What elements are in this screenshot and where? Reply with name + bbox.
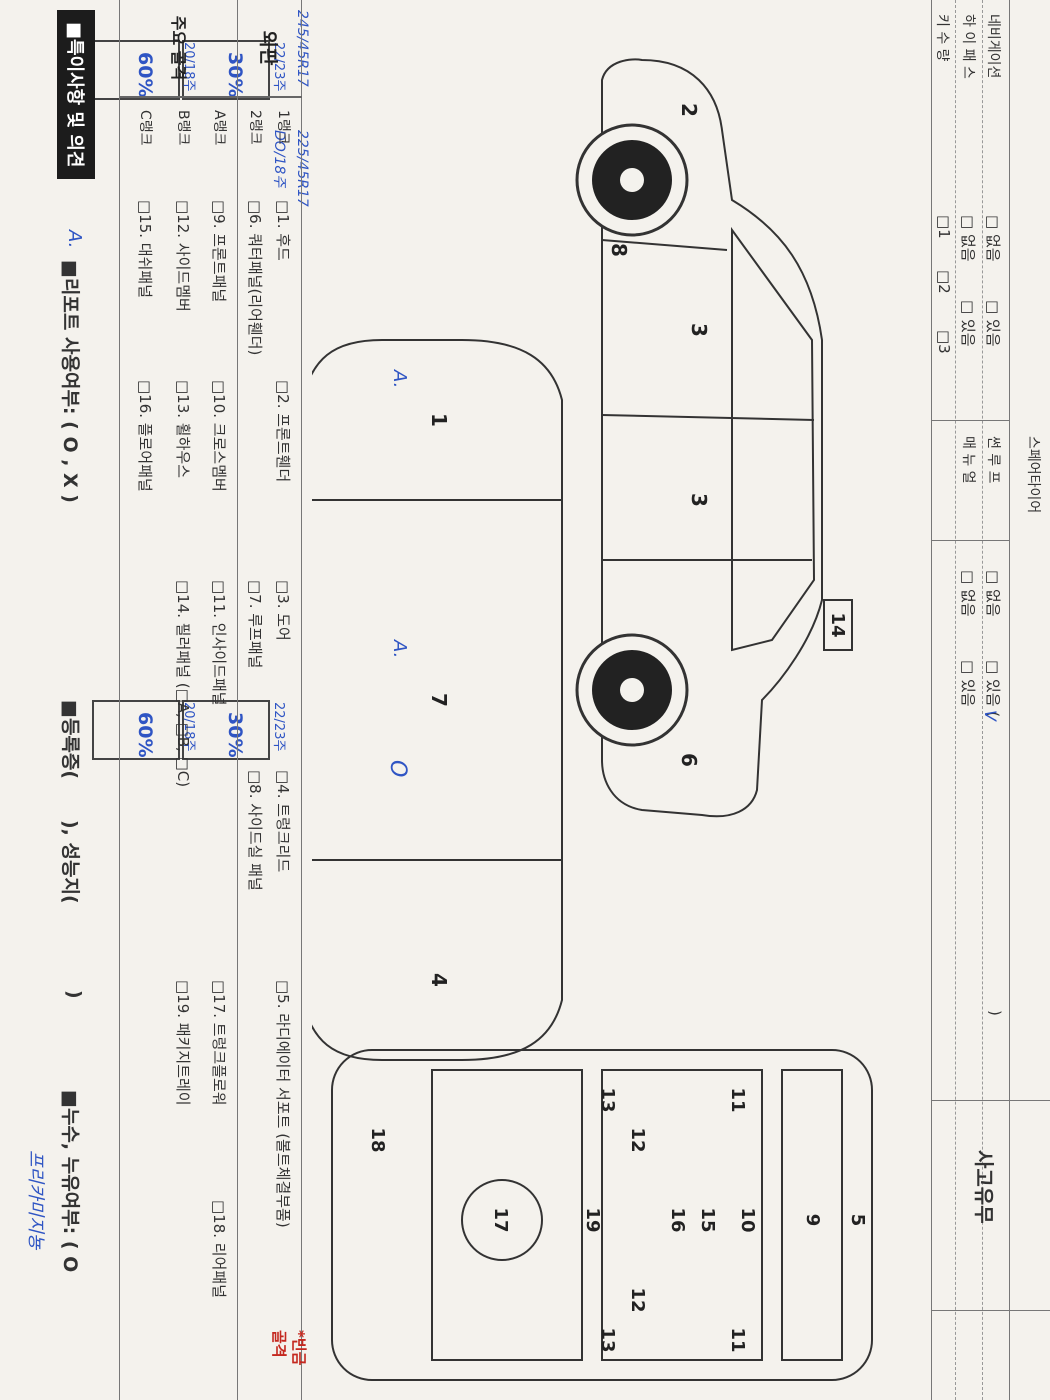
- nav-label: 네비게이션: [985, 14, 1001, 79]
- tire-pct-4: 60%: [134, 712, 156, 758]
- part-12[interactable]: □12. 사이드멤버: [174, 200, 192, 312]
- hipass-yes[interactable]: □ 있음: [959, 300, 977, 347]
- hipass-label: 하 이 패 스: [960, 14, 976, 79]
- frame-num-19: 19: [582, 1207, 603, 1232]
- keys-3[interactable]: □3: [935, 330, 953, 354]
- wheel-group: [575, 123, 689, 747]
- frame-num-13b: 13: [597, 1327, 618, 1352]
- num-hood: 1: [427, 413, 451, 427]
- hipass-none[interactable]: □ 없음: [959, 215, 977, 262]
- tire-date-3: 22/23주: [271, 702, 286, 752]
- num-pillar: 14: [827, 612, 848, 637]
- sunroof-label: 썬 루 프: [985, 436, 1001, 484]
- manual-yes[interactable]: □ 있음: [959, 660, 977, 707]
- red-note: *빈금: [290, 1330, 308, 1366]
- registration: ■등록증(: [59, 700, 81, 780]
- part-11[interactable]: □11. 인사이드패널: [210, 580, 228, 706]
- red-note-2: 골격: [270, 1330, 288, 1358]
- part-15[interactable]: □15. 대쉬패널: [136, 200, 154, 298]
- sunroof-none[interactable]: □ 없음: [984, 570, 1002, 617]
- num-sill: 8: [607, 243, 631, 257]
- part-7[interactable]: □7. 루프패널: [246, 580, 264, 669]
- part-16[interactable]: □16. 플로어패널: [136, 380, 154, 492]
- car-diagram: 3 3 2 6 8 1 7 4 14: [312, 58, 853, 1061]
- accident-label: 사고유무: [972, 1150, 996, 1224]
- top-divider-2: [932, 540, 1010, 541]
- top-divider-1: [932, 420, 1010, 421]
- frame-num-11b: 11: [727, 1327, 748, 1352]
- part-14[interactable]: □14. 필러패널 (□A, □B, □C): [174, 580, 192, 788]
- part-3[interactable]: □3. 도어: [274, 580, 292, 641]
- num-door-1: 3: [687, 493, 711, 507]
- top-row-line-3: [955, 0, 956, 1400]
- rankC-label: C랭크: [137, 110, 153, 146]
- nav-yes[interactable]: □ 있음: [984, 300, 1002, 347]
- part-13[interactable]: □13. 휠하우스: [174, 380, 192, 478]
- report-usage: ■리포트 사용여부: ( O , X ): [59, 260, 81, 503]
- registration-close: ), 성능지(: [59, 820, 81, 904]
- major-label: 주요 골격: [120, 0, 238, 98]
- exterior-label: 외판: [238, 0, 302, 98]
- hand-bottom-note: 프리카미지뇽: [25, 1150, 46, 1250]
- hand-mark-a-1: A.: [64, 230, 85, 249]
- top-divider-4: [932, 1310, 1050, 1311]
- frame-num-11a: 11: [727, 1087, 748, 1112]
- top-divider-3: [932, 1100, 1050, 1101]
- rankA-label: A랭크: [211, 110, 227, 146]
- rankB-label: B랭크: [175, 110, 191, 146]
- num-fender: 2: [677, 103, 701, 117]
- part-10[interactable]: □10. 크로스멤버: [210, 380, 228, 492]
- frame-num-16: 16: [667, 1207, 688, 1232]
- parts-bottom-line: [119, 0, 120, 1400]
- part-4[interactable]: □4. 트렁크리드: [274, 770, 292, 873]
- frame-diagram: 9 16 19 17 18 5 11 11 12 12 13 13 10 15: [331, 1049, 873, 1381]
- top-row-line-1: [1009, 0, 1010, 1400]
- part-19[interactable]: □19. 패키지트레이: [174, 980, 192, 1106]
- frame-num-17: 17: [490, 1207, 511, 1232]
- spare-label: 스페어타이어: [1025, 436, 1041, 514]
- sunroof-close: ): [986, 1010, 1004, 1016]
- part-8[interactable]: □8. 사이드실 패널: [246, 770, 264, 891]
- parts-top-line: [301, 0, 302, 1400]
- num-rear: 6: [677, 753, 701, 767]
- num-trunk: 4: [427, 973, 451, 987]
- sunroof-yes[interactable]: □ 있음 (: [984, 660, 1002, 718]
- part-18[interactable]: □18. 리어패널: [210, 1200, 228, 1298]
- part-6[interactable]: □6. 쿼터패널(리어휀더): [246, 200, 264, 356]
- frame-num-10: 10: [737, 1207, 758, 1232]
- nav-none[interactable]: □ 없음: [984, 215, 1002, 262]
- part-2[interactable]: □2. 프론트휀더: [274, 380, 292, 483]
- hand-mark-o: O: [385, 760, 410, 778]
- num-door-2: 3: [687, 323, 711, 337]
- num-roof: 7: [427, 693, 451, 707]
- perf-close: ): [63, 990, 85, 999]
- manual-label: 매 뉴 얼: [960, 436, 976, 484]
- keys-2[interactable]: □2: [935, 270, 953, 294]
- frame-num-15: 15: [697, 1207, 718, 1232]
- leak-check: ■누수, 누유여부: ( O: [59, 1090, 81, 1273]
- part-1[interactable]: □1. 후드: [274, 200, 292, 261]
- frame-num-5: 5: [847, 1214, 868, 1227]
- hand-size-rear: 225/45R17: [294, 130, 310, 207]
- part-9[interactable]: □9. 프론트패널: [210, 200, 228, 303]
- hand-check-v: V: [981, 710, 1000, 721]
- keys-label: 키 수 량: [934, 14, 950, 62]
- hand-mark-a-3: A.: [389, 640, 410, 659]
- frame-num-12a: 12: [627, 1127, 648, 1152]
- frame-num-12b: 12: [627, 1287, 648, 1312]
- part-5[interactable]: □5. 라디에이터 서포트 (볼트체결부품): [274, 980, 292, 1228]
- frame-num-9: 9: [802, 1214, 823, 1227]
- frame-num-13a: 13: [597, 1087, 618, 1112]
- remarks-title: ■특이사항 및 의견: [57, 10, 95, 180]
- manual-none[interactable]: □ 없음: [959, 570, 977, 617]
- hand-mark-a-2: A.: [389, 370, 410, 389]
- frame-num-18: 18: [367, 1127, 388, 1152]
- part-17[interactable]: □17. 트렁크플로워: [210, 980, 228, 1106]
- keys-1[interactable]: □1: [935, 215, 953, 239]
- rank1-label: 1랭크: [275, 110, 291, 145]
- parts-mid-line: [237, 0, 238, 1400]
- rank2-label: 2랭크: [247, 110, 263, 145]
- tire-pct-3: 30%: [224, 712, 246, 758]
